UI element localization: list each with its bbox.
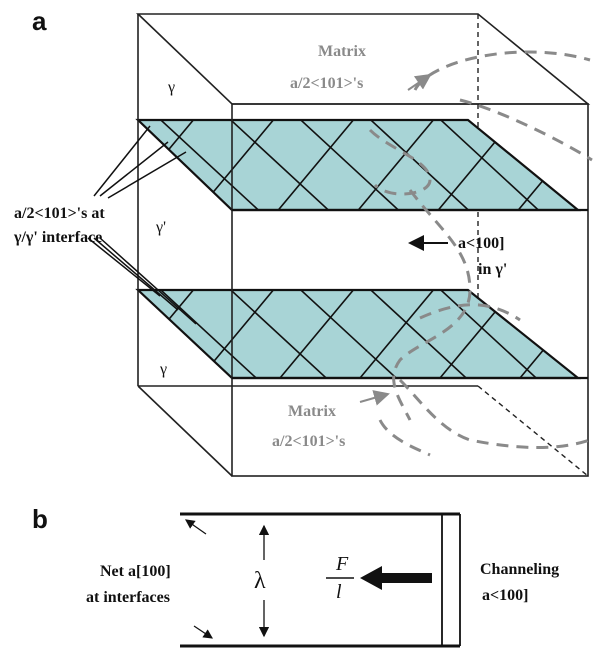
matrix-dislocation-loops bbox=[368, 50, 593, 457]
net-label-1: Net a[100] bbox=[100, 563, 171, 580]
net-label-2: at interfaces bbox=[86, 589, 170, 606]
channeling-label-1: Channeling bbox=[480, 561, 559, 578]
cube-outline bbox=[136, 13, 591, 477]
panel-b-letter: b bbox=[32, 504, 48, 534]
phase-gamma-bottom: γ bbox=[159, 361, 167, 378]
interface-leaders bbox=[87, 125, 197, 325]
a100-label-2: in γ' bbox=[478, 261, 507, 278]
net-leader-bottom bbox=[193, 625, 213, 639]
force-arrow bbox=[360, 566, 432, 590]
phase-gamma-top: γ bbox=[167, 79, 175, 96]
phase-gamma-prime: γ' bbox=[155, 219, 166, 236]
force-numerator: F bbox=[335, 553, 349, 575]
interface-label-1: a/2<101>'s at bbox=[14, 205, 105, 222]
matrix-bottom-label-1: Matrix bbox=[288, 403, 336, 420]
panel-a: a bbox=[13, 6, 593, 477]
force-denominator: l bbox=[336, 581, 342, 603]
matrix-top-label-1: Matrix bbox=[318, 43, 366, 60]
interface-plane-top bbox=[135, 118, 582, 212]
interface-plane-bottom bbox=[135, 288, 582, 380]
matrix-bottom-arrow bbox=[359, 390, 390, 406]
matrix-bottom-label-2: a/2<101>'s bbox=[272, 433, 345, 450]
panel-a-letter: a bbox=[32, 6, 47, 36]
a100-label-1: a<100] bbox=[458, 235, 504, 252]
interface-label-2: γ/γ' interface bbox=[13, 229, 102, 246]
channeling-label-2: a<100] bbox=[482, 587, 528, 604]
lambda-symbol: λ bbox=[254, 568, 266, 594]
panel-b: b λ F l Net a[100] at interfaces Channel… bbox=[32, 504, 559, 648]
net-leader-top bbox=[185, 519, 207, 535]
matrix-top-arrow bbox=[407, 73, 432, 91]
matrix-top-label-2: a/2<101>'s bbox=[290, 75, 363, 92]
